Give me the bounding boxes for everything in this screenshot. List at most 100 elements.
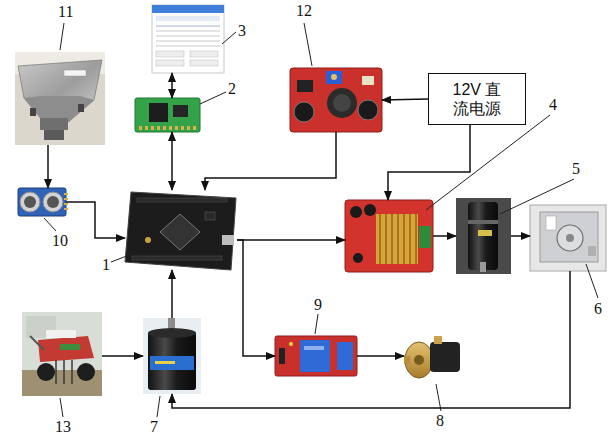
buck-converter-part <box>358 100 378 120</box>
motor-driver-part <box>350 206 362 218</box>
leader-lines-part <box>200 92 226 104</box>
bluetooth-module-part <box>135 98 200 132</box>
callout-number: 10 <box>52 232 68 250</box>
motor-driver-part <box>376 214 418 264</box>
leader-lines-part <box>111 254 132 262</box>
motor-driver-part <box>353 253 363 263</box>
ultrasonic-sensor-part <box>24 196 36 208</box>
stepper-motor-photo-part <box>468 202 498 270</box>
hopper-photo-part <box>78 104 84 112</box>
water-pump-photo-part <box>405 342 433 378</box>
leader-lines-part <box>60 23 64 50</box>
motor-driver: 4 <box>345 200 433 272</box>
buck-converter-part <box>327 88 357 118</box>
metering-device-photo-part <box>566 234 574 242</box>
metering-device-photo <box>530 205 606 271</box>
phone-app-screen-part <box>190 60 218 66</box>
ultrasonic-sensor <box>18 188 68 216</box>
bluetooth-module-part-part <box>193 126 196 130</box>
bluetooth-module-part <box>173 105 188 117</box>
phone-app-screen-part <box>156 31 220 32</box>
phone-app-screen-part <box>156 60 184 66</box>
phone-app-screen-part <box>152 5 224 73</box>
leader-lines <box>44 23 598 417</box>
relay-module-part <box>289 342 293 346</box>
motor-driver-part-part <box>397 214 399 264</box>
signal-arrow <box>66 202 125 238</box>
callout-number: 6 <box>594 300 602 318</box>
phone-app-screen-part <box>156 16 220 21</box>
rotary-encoder-photo-part <box>148 328 196 338</box>
relay-module-part <box>300 340 330 372</box>
power-supply-box: 12V 直流电源 <box>428 73 526 125</box>
controller-board-part <box>160 214 200 250</box>
transplanter-photo-part-part <box>55 360 57 384</box>
signal-arrow <box>171 73 173 98</box>
hopper-photo-part <box>44 130 64 140</box>
transplanter-photo-part <box>22 312 102 396</box>
bluetooth-module-part-part <box>175 126 178 130</box>
leader-lines-part <box>222 32 236 44</box>
motor-driver-part <box>419 226 431 248</box>
leader-lines-part <box>44 218 56 231</box>
transplanter-photo: 13 <box>22 312 102 396</box>
bluetooth-module-part-part <box>145 126 148 130</box>
transplanter-photo-part-part <box>63 360 65 384</box>
motor-driver-part <box>345 200 433 272</box>
ultrasonic-sensor-part <box>43 192 63 212</box>
hopper-photo <box>15 52 105 145</box>
stepper-motor-photo <box>456 198 511 274</box>
bluetooth-module: 2 <box>135 98 200 132</box>
signal-arrow <box>171 132 173 190</box>
phone-app-screen-part <box>156 46 220 47</box>
transplanter-photo-part <box>46 330 76 338</box>
signal-arrow <box>433 235 456 237</box>
water-pump-photo-part <box>414 355 424 365</box>
signal-arrow <box>205 132 336 190</box>
relay-module-part <box>279 348 285 364</box>
motor-driver-part <box>364 204 376 216</box>
motor-driver-part-part <box>391 214 393 264</box>
ultrasonic-sensor-part-part <box>64 208 68 210</box>
water-pump-photo-part <box>430 342 460 372</box>
callout-number: 2 <box>228 80 236 98</box>
stepper-motor-photo-part <box>456 198 511 274</box>
water-pump-photo-part <box>434 336 442 344</box>
stepper-motor: 5 <box>456 198 511 274</box>
ultrasonic-sensor-part-part <box>64 198 68 200</box>
buck-converter: 12 <box>290 68 382 132</box>
relay-module-part <box>337 342 353 370</box>
signal-arrow <box>102 355 143 357</box>
callout-number: 9 <box>314 296 322 314</box>
callout-number: 7 <box>150 418 158 436</box>
buck-converter-part <box>297 80 313 92</box>
water-pump-photo <box>404 336 460 378</box>
hopper-photo-part <box>64 70 86 76</box>
buck-converter-part <box>294 102 314 122</box>
rotary-encoder-photo-part <box>155 361 175 364</box>
transplanter-photo-part <box>77 363 95 381</box>
ultrasonic-sensor-part-part <box>64 203 68 205</box>
signal-arrow <box>237 239 345 241</box>
transplanter-photo-part <box>38 336 94 362</box>
controller-board <box>125 192 236 270</box>
bluetooth-module-part-part <box>181 126 184 130</box>
controller-board: 1 <box>125 190 237 270</box>
buck-converter-part <box>331 74 337 80</box>
bluetooth-module-part-part <box>169 126 172 130</box>
leader-lines-part <box>315 314 318 334</box>
signal-arrow <box>511 235 530 237</box>
controller-board-part <box>125 192 236 270</box>
callout-number: 13 <box>55 418 71 436</box>
transplanter-photo <box>22 312 102 396</box>
hopper-photo-part <box>15 52 105 145</box>
callout-number: 5 <box>572 160 580 178</box>
controller-board-part <box>132 256 222 260</box>
controller-board-part <box>205 212 215 220</box>
leader-lines-part <box>436 384 441 411</box>
buck-converter-part <box>290 68 382 132</box>
rotary-encoder-photo-part <box>143 318 201 394</box>
callout-number: 4 <box>549 96 557 114</box>
